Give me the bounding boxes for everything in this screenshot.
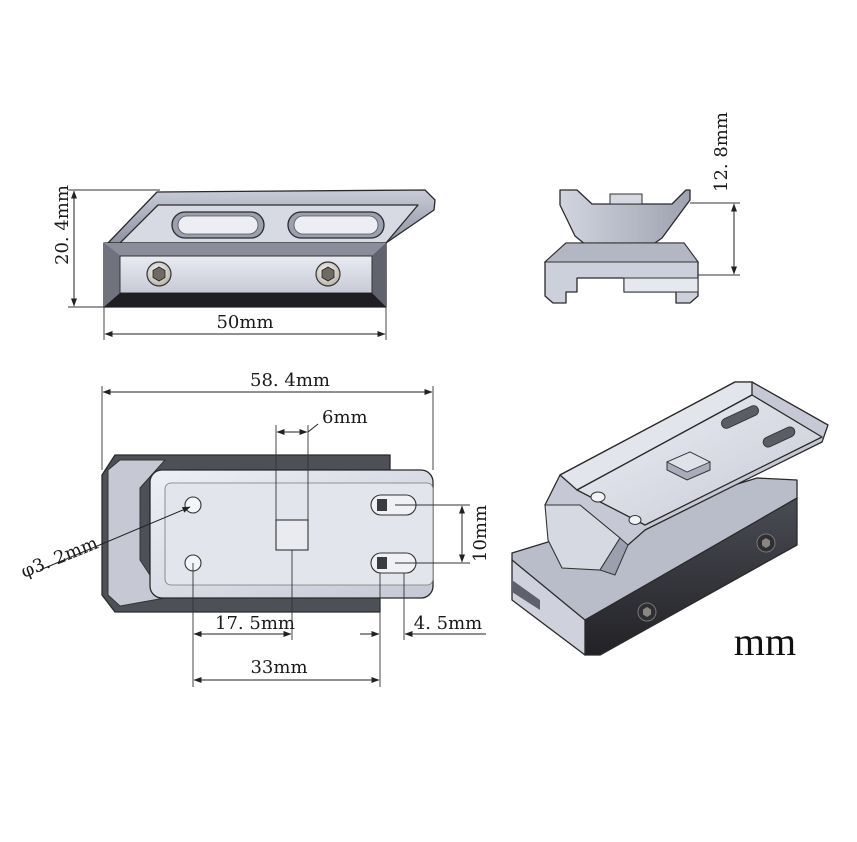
dimension-label-side-height: 12. 8mm <box>711 112 732 192</box>
dimension-label-width: 50mm <box>216 312 273 333</box>
side-view <box>543 189 699 304</box>
plan-view-center-block <box>275 519 309 551</box>
mounting-hole <box>184 496 202 514</box>
dimension-label-block: 6mm <box>322 407 368 428</box>
dimension-slot-spacing: 10mm <box>395 504 491 564</box>
dimension-label-hole: φ3. 2mm <box>18 533 101 583</box>
dimension-width-front: 50mm <box>103 307 387 340</box>
unit-label: mm <box>734 619 796 664</box>
dimension-label-total-width: 58. 4mm <box>250 370 330 391</box>
dimension-label-height: 20. 4mm <box>52 185 73 265</box>
side-view-top-rail <box>559 189 691 246</box>
dimension-slot-offset: 4. 5mm <box>360 573 486 687</box>
hex-screw-icon <box>315 261 341 287</box>
plan-view <box>101 454 434 613</box>
dimension-center-block: 6mm <box>275 407 368 520</box>
dimension-label-hole-center: 17. 5mm <box>215 613 295 634</box>
hex-screw-icon <box>146 261 172 287</box>
dimension-label-slot-offset: 4. 5mm <box>414 613 482 634</box>
dimension-height-front: 20. 4mm <box>52 185 160 308</box>
dimension-label-spacing: 10mm <box>470 505 491 562</box>
isometric-view <box>511 381 829 656</box>
front-view <box>103 189 436 308</box>
dimension-label-hole-slot: 33mm <box>250 657 307 678</box>
hex-screw-icon <box>756 533 776 553</box>
dimension-hole-to-slot: 33mm <box>193 657 380 683</box>
dimension-hole-to-center: 17. 5mm <box>192 550 295 687</box>
dimension-height-side: 12. 8mm <box>690 112 740 276</box>
hex-screw-icon <box>637 602 657 622</box>
dimension-total-width: 58. 4mm <box>101 370 434 470</box>
